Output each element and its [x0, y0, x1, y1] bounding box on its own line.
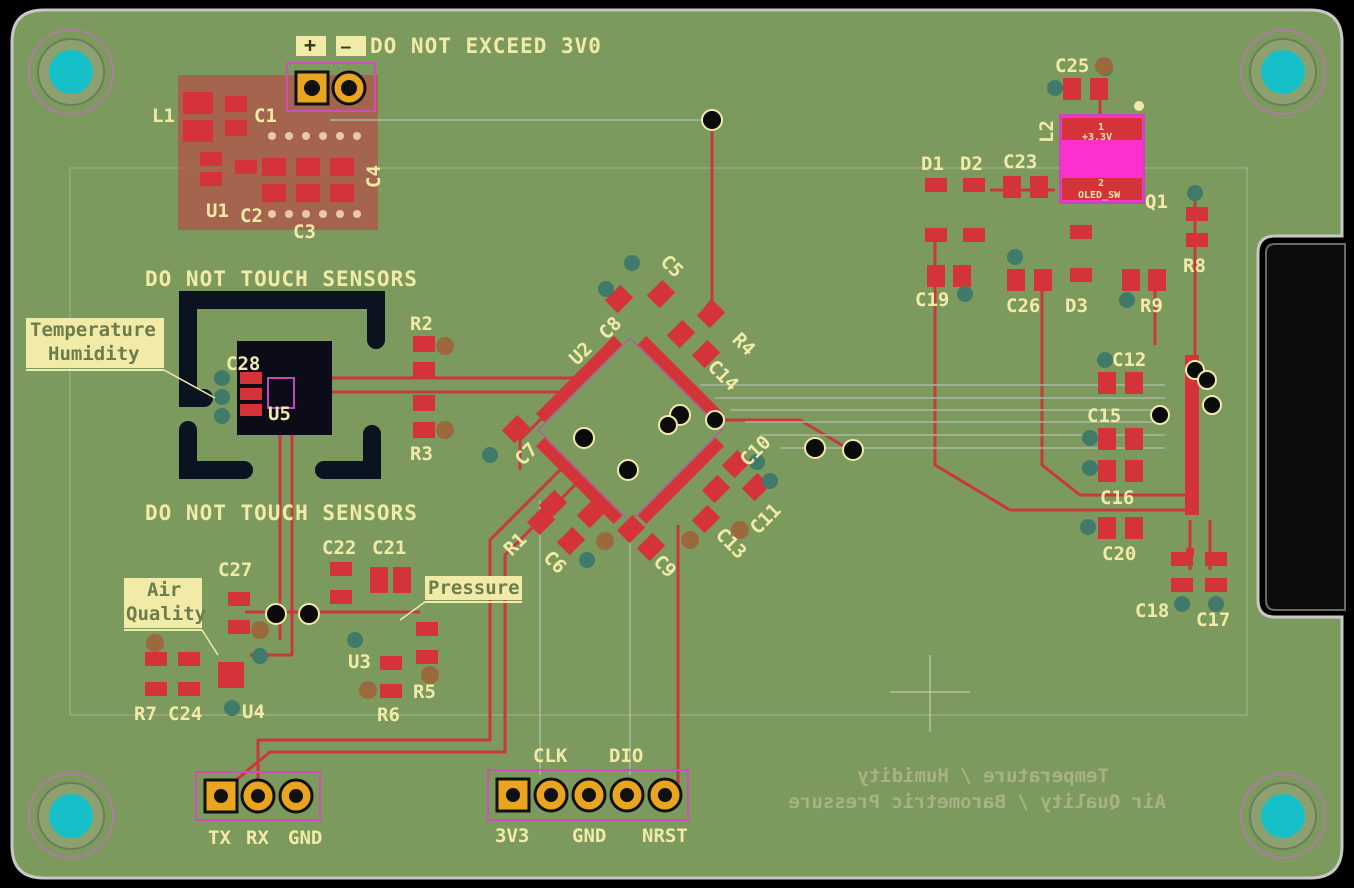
ref-R5: R5 [413, 681, 436, 703]
swd-gnd-label: GND [572, 825, 606, 847]
minus-mark: — [341, 37, 351, 56]
ref-U1: U1 [206, 200, 229, 222]
temp-humidity-label: Temperature Humidity [26, 318, 216, 399]
ref-R2: R2 [410, 313, 433, 335]
l2-pin1: 1 [1098, 122, 1104, 133]
power-warning: DO NOT EXCEED 3V0 [370, 34, 602, 58]
air-label-line1: Air [147, 579, 181, 601]
ref-C24: C24 [168, 703, 202, 725]
fiducial-vias [146, 57, 1113, 699]
ref-R3: R3 [410, 443, 433, 465]
ref-R7: R7 [134, 703, 157, 725]
temp-sensor-pads [240, 372, 295, 416]
ref-D2: D2 [960, 153, 983, 175]
ref-R6: R6 [377, 704, 400, 726]
inductor-l2 [1059, 101, 1145, 204]
ref-U3: U3 [348, 651, 371, 673]
touch-warning-bottom: DO NOT TOUCH SENSORS [145, 501, 418, 525]
temp-label-line2: Humidity [48, 343, 140, 365]
ref-C26: C26 [1006, 295, 1040, 317]
ref-Q1: Q1 [1145, 191, 1168, 213]
mcu-decoupling-caps [501, 279, 771, 562]
swd-nrst-label: NRST [642, 825, 688, 847]
ref-L1: L1 [152, 105, 175, 127]
smd-passive-pads [145, 78, 1227, 698]
ref-C19: C19 [915, 289, 949, 311]
ref-D3: D3 [1065, 295, 1088, 317]
uart-gnd-label: GND [288, 827, 322, 849]
power-smd-pads [183, 92, 354, 202]
ref-C22: C22 [322, 537, 356, 559]
ref-R8: R8 [1183, 255, 1206, 277]
inner-courtyard-outline [69, 167, 1248, 716]
mcu-u2 [535, 335, 725, 525]
ref-C23: C23 [1003, 151, 1037, 173]
l2-net1: +3.3V [1082, 132, 1112, 143]
mounting-hole-top-right [1240, 29, 1326, 115]
origin-crosshair [890, 655, 970, 732]
uart-tx-label: TX [208, 827, 231, 849]
ref-R9: R9 [1140, 295, 1163, 317]
ref-C18: C18 [1135, 600, 1169, 622]
mounting-hole-bottom-right [1240, 773, 1326, 859]
ref-C16: C16 [1100, 487, 1134, 509]
uart-header [195, 771, 321, 821]
ref-C12: C12 [1112, 349, 1146, 371]
temp-label-line1: Temperature [30, 319, 156, 341]
ref-C4: C4 [363, 165, 385, 188]
ref-C21: C21 [372, 537, 406, 559]
ref-C1: C1 [254, 105, 277, 127]
ref-C27: C27 [218, 559, 252, 581]
swd-3v3-label: 3V3 [495, 825, 529, 847]
mounting-hole-top-left [28, 29, 114, 115]
ref-C17: C17 [1196, 609, 1230, 631]
back-silk-line1: Temperature / Humidity [857, 765, 1109, 787]
mounting-hole-bottom-left [28, 773, 114, 859]
back-silk-line2: Air Quality / Barometric Pressure [789, 791, 1167, 813]
ref-C15: C15 [1087, 405, 1121, 427]
plus-mark: + [304, 33, 316, 57]
board-edge-cutout [1265, 243, 1346, 611]
pressure-label-text: Pressure [428, 577, 520, 599]
ref-C3: C3 [293, 221, 316, 243]
back-silkscreen: Temperature / Humidity Air Quality / Bar… [789, 765, 1167, 813]
l2-pin2: 2 [1098, 178, 1104, 189]
l2-net2: OLED_SW [1078, 190, 1121, 201]
ref-L2: L2 [1036, 120, 1058, 143]
ref-C2: C2 [240, 205, 263, 227]
ref-D1: D1 [921, 153, 944, 175]
power-via-row [268, 132, 361, 218]
swd-dio-label: DIO [609, 745, 643, 767]
ref-C20: C20 [1102, 543, 1136, 565]
touch-warning-top: DO NOT TOUCH SENSORS [145, 267, 418, 291]
air-label-line2: Quality [126, 603, 206, 625]
swd-clk-label: CLK [533, 745, 568, 767]
ref-U4: U4 [242, 701, 265, 723]
ref-C25: C25 [1055, 55, 1089, 77]
sensor-keepout-slots [179, 291, 385, 479]
swd-header [487, 769, 689, 821]
ref-U5: U5 [268, 403, 291, 425]
ref-C28: C28 [226, 353, 260, 375]
reference-designators: L1 C1 U1 C2 C3 C4 C25 L2 D1 D2 C23 Q1 R8… [134, 55, 1230, 726]
air-quality-label: Air Quality [124, 578, 219, 656]
vias [265, 109, 1222, 625]
uart-rx-label: RX [246, 827, 269, 849]
power-connector [286, 62, 376, 112]
power-polarity-marks: + — [296, 33, 366, 57]
pressure-label: Pressure [399, 576, 522, 621]
